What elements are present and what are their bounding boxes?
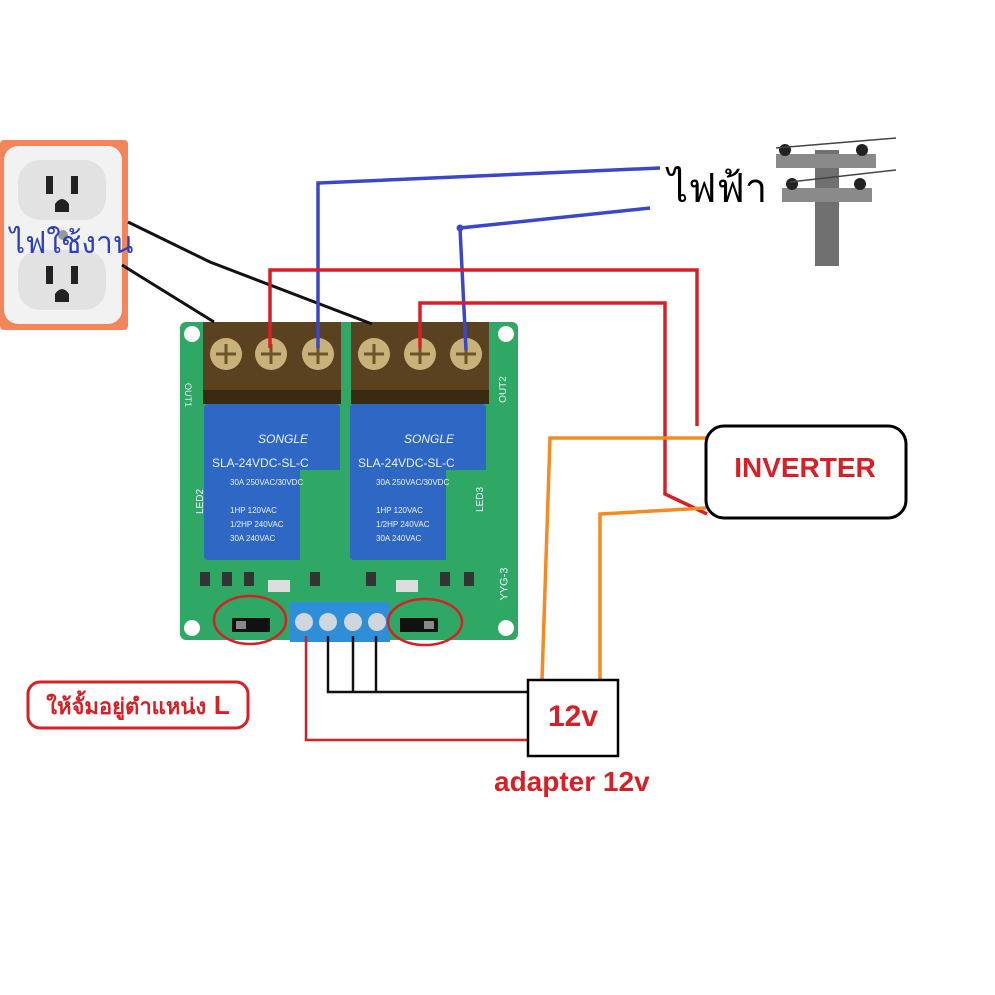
adapter-box-label: 12v bbox=[547, 700, 599, 733]
jumper-right bbox=[400, 618, 438, 632]
silk-led2: LED2 bbox=[195, 488, 207, 515]
jumper-note-letter: L bbox=[213, 690, 230, 720]
wire-ac-black-1 bbox=[127, 220, 373, 326]
relay-1-model: SLA-24VDC-SL-C bbox=[212, 456, 309, 470]
utility-pole-icon bbox=[775, 137, 897, 266]
jumper-left-highlight bbox=[212, 594, 288, 646]
relay-2-brand: SONGLE bbox=[404, 432, 455, 446]
wire-red-inverter-1 bbox=[268, 268, 699, 426]
wire-ac-blue-1 bbox=[316, 166, 661, 348]
input-terminal-block bbox=[290, 602, 390, 642]
power-source-label: ไฟฟ้า bbox=[668, 166, 768, 212]
wire-red-inverter-2 bbox=[418, 301, 708, 516]
inverter-box bbox=[704, 424, 908, 520]
wire-dc-black bbox=[326, 636, 528, 694]
wire-ac-black-2 bbox=[121, 263, 215, 324]
relay-board bbox=[180, 322, 518, 647]
jumper-note: ให้จั้มอยู่ตำแหน่ง L bbox=[30, 684, 246, 726]
jumper-right-highlight bbox=[386, 597, 464, 647]
jumper-left bbox=[232, 618, 270, 632]
wire-orange-1 bbox=[540, 436, 706, 681]
wire-dc-red bbox=[304, 636, 528, 742]
adapter-caption: adapter 12v bbox=[494, 766, 650, 797]
silk-led3: LED3 bbox=[475, 486, 487, 513]
relay-1-brand: SONGLE bbox=[258, 432, 309, 446]
silk-model: YYG-3 bbox=[498, 567, 511, 601]
silk-out2: OUT2 bbox=[497, 376, 509, 403]
adapter-box bbox=[526, 678, 620, 758]
wall-outlet bbox=[0, 140, 128, 330]
output-terminal-block-1 bbox=[203, 322, 341, 404]
silk-out1: OUT1 bbox=[183, 382, 194, 408]
relay-2-model: SLA-24VDC-SL-C bbox=[358, 456, 455, 470]
wire-orange-2 bbox=[598, 506, 707, 680]
inverter-label: INVERTER bbox=[734, 452, 876, 483]
note-box bbox=[26, 680, 250, 730]
jumper-note-text: ให้จั้มอยู่ตำแหน่ง bbox=[46, 695, 214, 720]
outlet-label: ไฟใช้งาน bbox=[10, 226, 134, 261]
